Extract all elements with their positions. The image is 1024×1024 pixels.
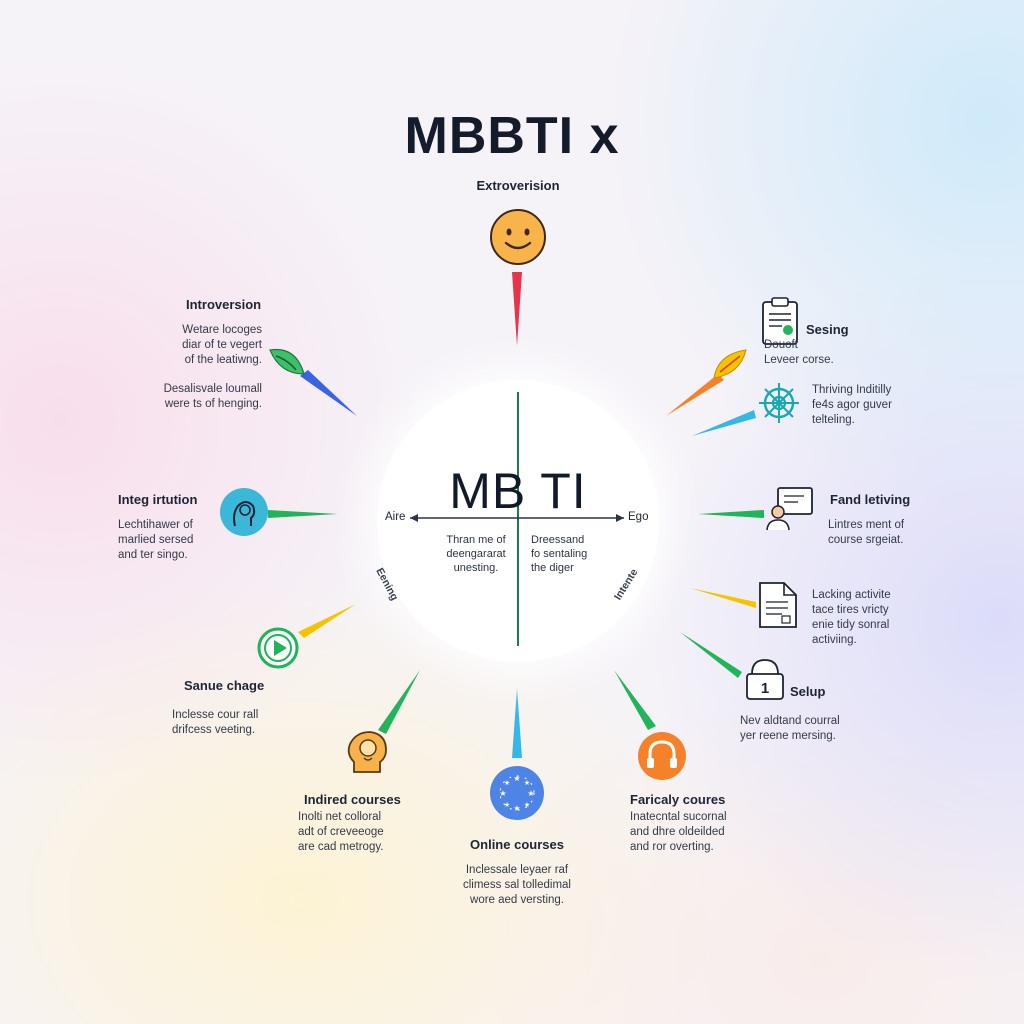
svg-text:★: ★ (499, 789, 506, 798)
quadrant-text-left: Thran me of deengararat unesting. (446, 534, 506, 574)
node-label-sesing: Sesing (806, 322, 849, 337)
node-desc-sesing: Douoft Leveer corse. (764, 339, 834, 366)
node-desc-selup: Nev aldtand courral yer reene mersing. (740, 715, 840, 742)
ray-thinking (692, 410, 756, 436)
ray-introversion (300, 370, 357, 416)
node-label-extroversion: Extroverision (476, 178, 560, 193)
ray-extroversion (512, 272, 522, 346)
ray-indired (378, 670, 420, 734)
node-label-faricaly-coures: Faricaly coures (630, 792, 726, 807)
svg-text:★: ★ (513, 774, 520, 783)
ship-wheel-icon (759, 383, 799, 423)
node-label-indired-courses: Indired courses (304, 792, 401, 807)
node-desc-fand-letiving: Lintres ment of course srgeiat. (828, 519, 905, 546)
headset-icon (638, 732, 686, 780)
svg-text:★: ★ (524, 801, 530, 809)
ray-sesing (666, 374, 724, 416)
play-button-icon (257, 627, 299, 669)
node-desc-indired-courses: Inolti net colloral adt of creveeoge are… (298, 811, 384, 853)
svg-text:1: 1 (761, 680, 769, 697)
globe-stars-icon: ★ ★ ★ ★ ★ ★ ★ ★ (490, 766, 544, 820)
leaf-accent-icon (713, 349, 747, 379)
ray-sanue (298, 604, 356, 638)
leaf-icon (269, 348, 305, 375)
ray-fand (698, 510, 764, 518)
node-desc-faricaly-coures: Inatecntal sucornal and dhre oldeilded a… (630, 811, 727, 853)
node-desc-lacking: Lacking activite tace tires vricty enie … (812, 589, 891, 646)
ray-lacking (690, 588, 756, 608)
person-profile-icon (220, 488, 268, 536)
presenter-screen-icon (766, 487, 813, 531)
node-label-integ-irtution: Integ irtution (118, 492, 198, 507)
svg-text:★: ★ (504, 801, 510, 809)
node-label-selup: Selup (790, 684, 826, 699)
svg-text:★: ★ (527, 789, 534, 798)
node-label-fand-letiving: Fand letiving (830, 492, 911, 507)
ray-selup (680, 632, 742, 678)
ray-intuition (268, 510, 338, 518)
node-desc-introversion-2: Desalisvale loumall were ts of henging. (163, 383, 262, 410)
axis-label-left: Aire (385, 511, 406, 523)
node-desc-online-courses: Inclessale leyaer raf climess sal tolled… (462, 864, 571, 906)
locked-box-icon: 1 (746, 659, 784, 700)
clipboard-icon (762, 297, 798, 345)
ray-faricaly (614, 670, 656, 730)
quadrant-text-right: Dreessand fo sentaling the diger (531, 534, 588, 574)
node-label-online-courses: Online courses (470, 837, 564, 852)
ray-online (512, 688, 522, 758)
node-desc-thinking: Thriving Inditilly fe4s agor guver telte… (812, 384, 892, 426)
node-label-introversion: Introversion (186, 297, 262, 312)
head-idea-icon (347, 731, 387, 773)
svg-text:★: ★ (504, 779, 510, 787)
page-title: MBBTI x (404, 107, 620, 165)
svg-text:★: ★ (513, 804, 520, 813)
node-desc-integ-irtution: Lechtihawer of marlied sersed and ter si… (118, 519, 194, 561)
svg-text:★: ★ (524, 779, 530, 787)
axis-label-right: Ego (628, 511, 649, 523)
center-title: MB TI (449, 463, 587, 519)
node-desc-sanue-chage: Inclesse cour rall drifcess veeting. (172, 709, 259, 736)
node-desc-introversion-1: Wetare locoges diar of te vegert of the … (182, 324, 262, 366)
document-icon (759, 582, 797, 628)
node-label-sanue-chage: Sanue chage (184, 678, 265, 693)
smiley-face-icon (490, 209, 546, 265)
